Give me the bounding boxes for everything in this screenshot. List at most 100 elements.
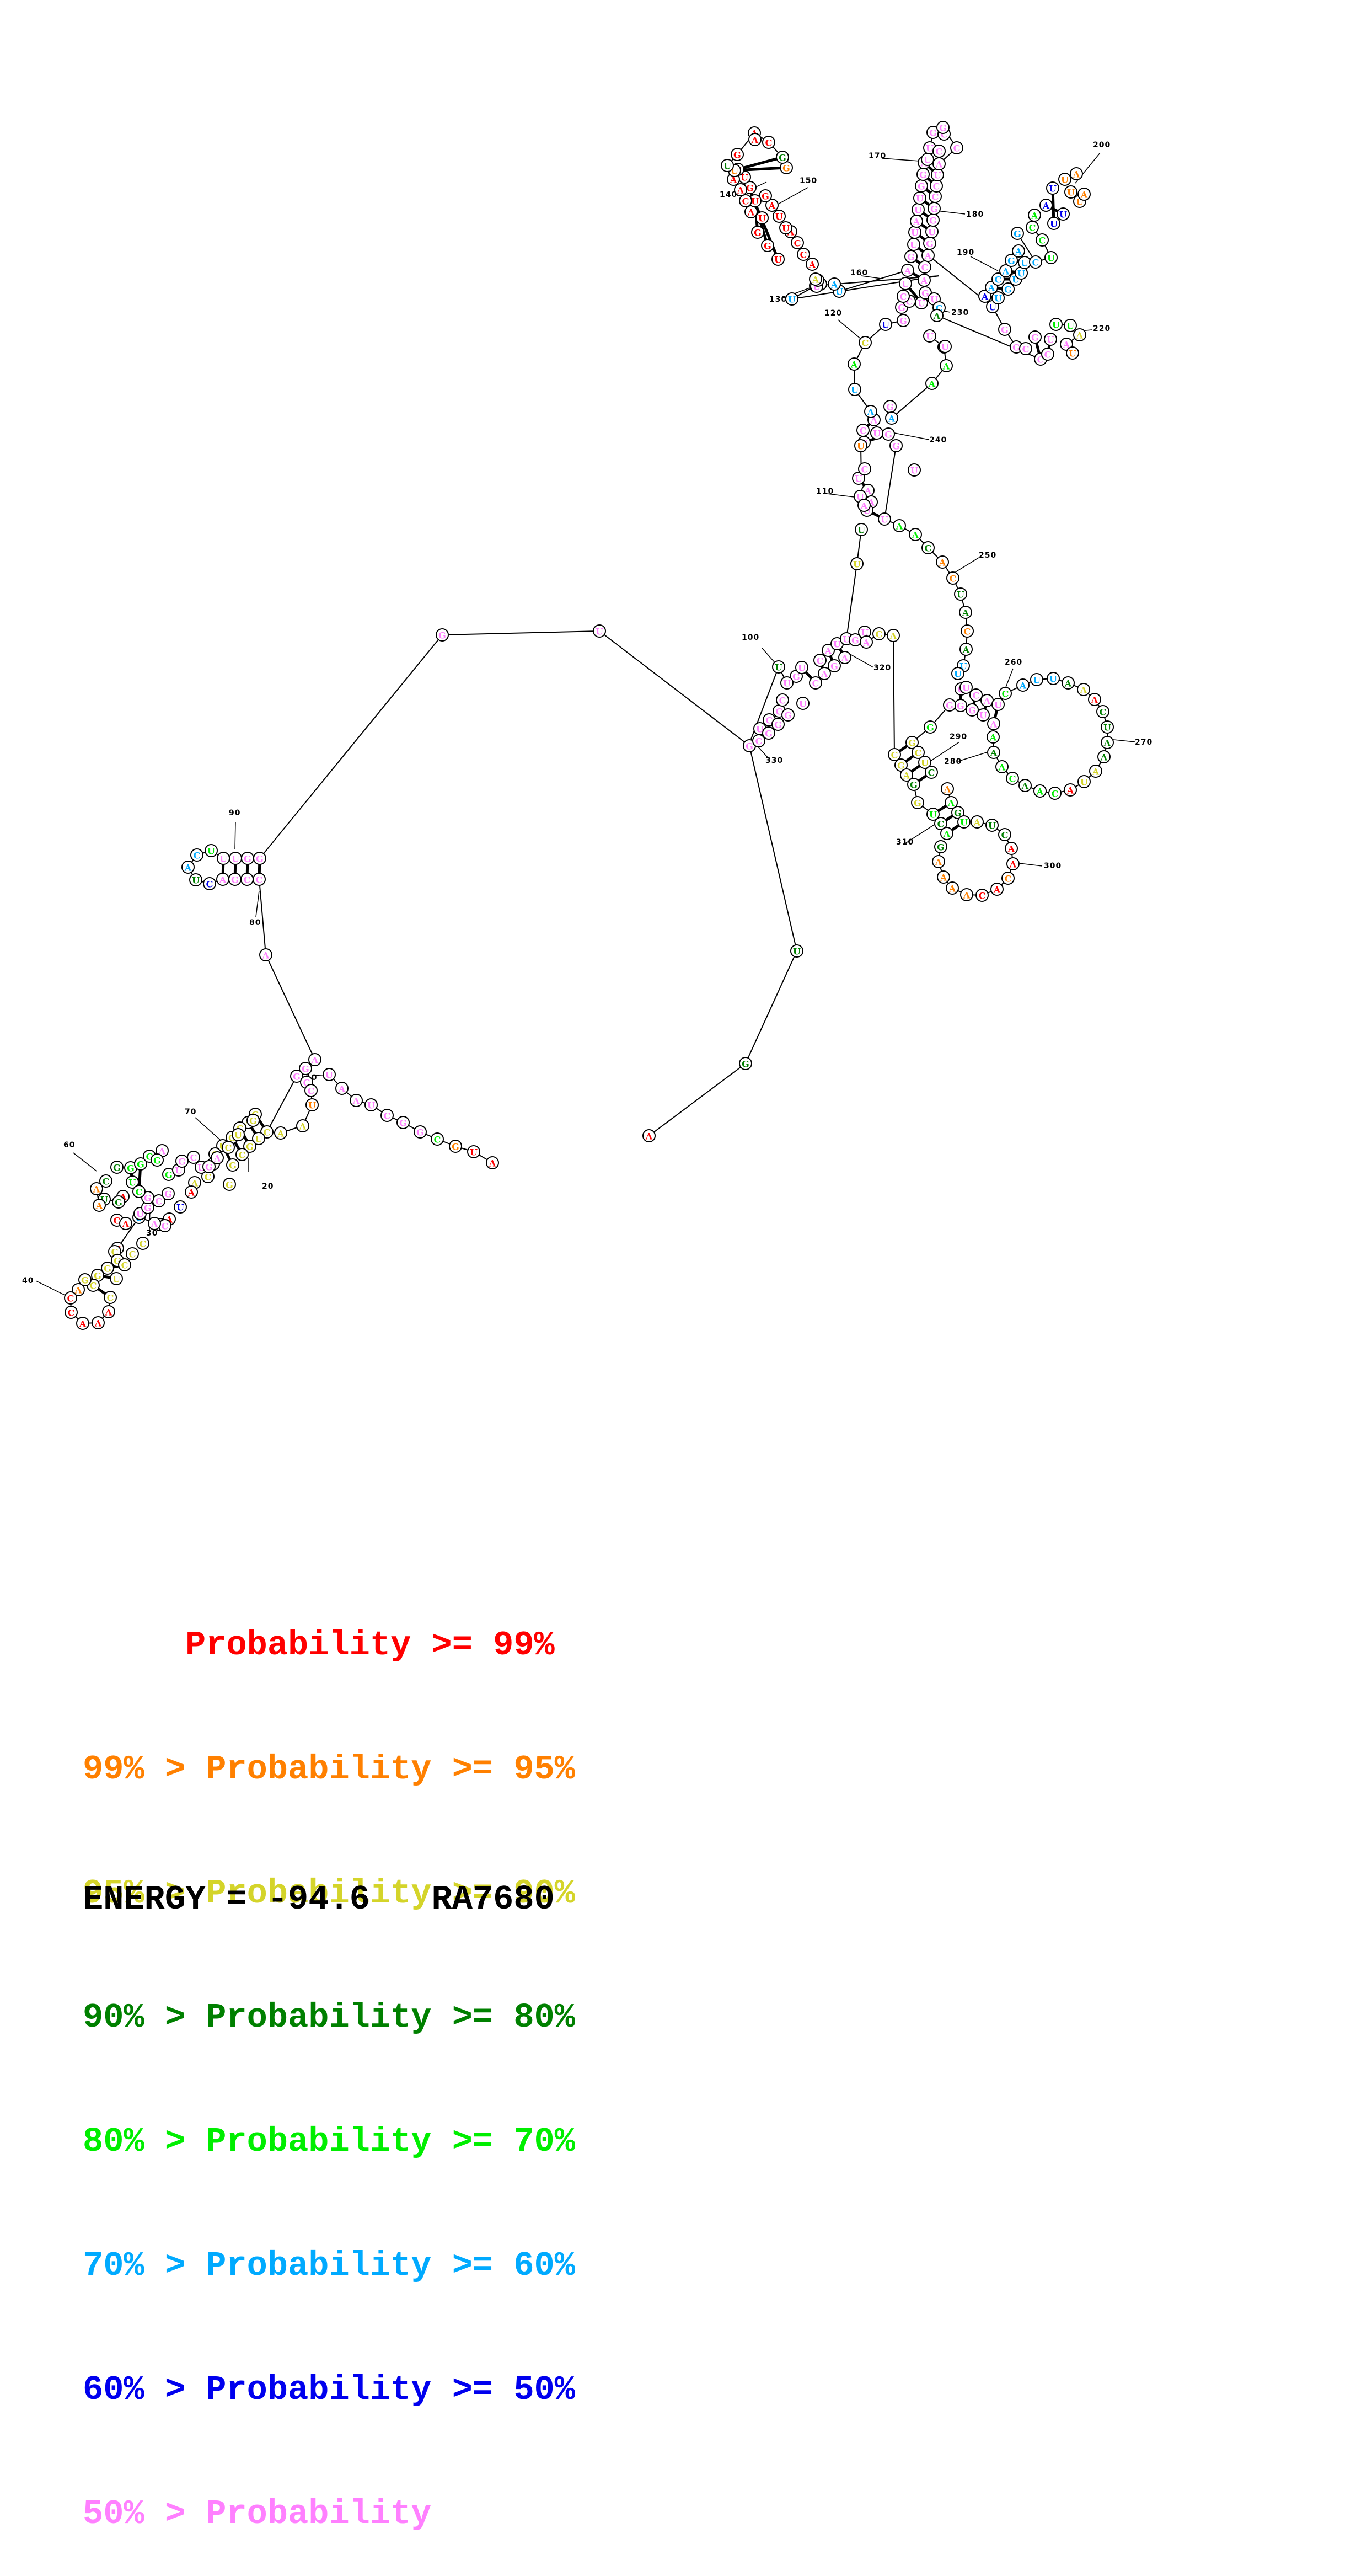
nucleotide: C [203, 877, 216, 890]
svg-text:G: G [115, 1198, 122, 1208]
svg-text:A: A [963, 890, 971, 901]
svg-text:A: A [1002, 266, 1010, 277]
nucleotide: U [848, 383, 861, 396]
nucleotide: A [1033, 784, 1047, 798]
svg-text:A: A [1091, 695, 1098, 706]
nucleotide: G [101, 1262, 114, 1275]
nucleotide: U [931, 168, 944, 181]
svg-text:A: A [158, 1146, 166, 1157]
nucleotide: C [739, 194, 752, 207]
svg-text:U: U [960, 817, 968, 828]
svg-text:C: C [932, 192, 939, 202]
svg-text:G: G [742, 1059, 749, 1070]
svg-text:C: C [114, 1216, 121, 1226]
svg-text:A: A [489, 1158, 496, 1169]
svg-text:G: G [774, 720, 782, 730]
svg-text:U: U [176, 1203, 184, 1213]
svg-text:U: U [775, 212, 783, 222]
svg-text:C: C [1039, 236, 1046, 246]
svg-text:C: C [794, 238, 801, 249]
nucleotide: A [185, 1185, 198, 1199]
nucleotide: U [323, 1068, 336, 1081]
svg-text:G: G [939, 123, 947, 133]
svg-text:G: G [1014, 229, 1021, 239]
svg-text:C: C [950, 574, 957, 584]
svg-text:A: A [990, 719, 998, 730]
svg-text:U: U [596, 627, 603, 637]
svg-text:A: A [888, 414, 896, 424]
nucleotide: U [858, 626, 871, 639]
nucleotide: U [593, 624, 606, 638]
svg-text:A: A [939, 558, 946, 568]
nucleotide: A [308, 1053, 321, 1066]
position-label-leader [952, 557, 979, 574]
svg-text:U: U [1103, 723, 1111, 733]
nucleotide: C [126, 1247, 139, 1260]
svg-text:A: A [998, 762, 1006, 773]
nucleotide: A [1088, 693, 1101, 706]
svg-text:U: U [1059, 210, 1067, 220]
nucleotide: A [901, 264, 914, 277]
svg-text:U: U [1047, 253, 1055, 264]
nucleotide: A [910, 215, 923, 228]
nucleotide: A [848, 357, 861, 371]
nucleotide: G [396, 1116, 410, 1129]
nucleotide: U [954, 587, 967, 601]
svg-text:A: A [896, 521, 903, 532]
svg-text:U: U [207, 846, 215, 857]
nucleotide: A [1016, 678, 1030, 692]
nucleotide: U [854, 439, 867, 452]
backbone-segment [846, 563, 857, 639]
svg-text:U: U [929, 810, 937, 820]
svg-text:U: U [128, 1178, 136, 1188]
nucleotide: U [1057, 207, 1070, 221]
nucleotide: A [748, 133, 762, 146]
svg-text:A: A [889, 631, 897, 642]
svg-text:A: A [1064, 678, 1072, 689]
svg-text:G: G [754, 228, 762, 238]
nucleotide: U [1018, 256, 1031, 269]
nucleotide: A [102, 1305, 115, 1318]
nucleotide: G [776, 151, 789, 164]
svg-text:C: C [1005, 874, 1012, 884]
nucleotide: A [1101, 736, 1114, 749]
nucleotide: U [985, 819, 999, 832]
svg-text:U: U [914, 205, 922, 216]
svg-text:G: G [918, 181, 925, 192]
nucleotide: A [809, 272, 822, 286]
nucleotide: C [918, 260, 931, 274]
legend-row-80: 90% > Probability >= 80% [83, 1998, 575, 2037]
svg-text:U: U [988, 821, 996, 831]
svg-text:U: U [1080, 777, 1088, 788]
nucleotide: C [253, 873, 266, 886]
svg-text:U: U [723, 161, 731, 172]
nucleotide: U [907, 238, 920, 251]
svg-text:U: U [799, 699, 807, 709]
nucleotide: C [240, 873, 254, 886]
nucleotide: G [966, 703, 979, 717]
position-label: 310 [896, 838, 914, 847]
nucleotide: U [796, 697, 810, 710]
svg-text:G: G [452, 1142, 459, 1152]
nucleotide: A [838, 651, 851, 664]
nucleotide: G [223, 1178, 236, 1191]
svg-text:U: U [175, 1166, 183, 1176]
nucleotide: G [414, 1125, 427, 1139]
backbone-segment [266, 1076, 297, 1132]
svg-text:C: C [1032, 258, 1039, 268]
nucleotide: A [946, 881, 959, 895]
svg-text:A: A [903, 771, 910, 781]
nucleotide: G [436, 628, 449, 642]
svg-text:C: C [862, 338, 869, 349]
nucleotide: G [175, 1155, 189, 1168]
svg-text:U: U [910, 240, 918, 250]
svg-text:A: A [277, 1129, 285, 1139]
svg-text:A: A [862, 638, 870, 648]
svg-text:U: U [756, 724, 764, 735]
nucleotide: C [950, 141, 963, 154]
svg-text:U: U [367, 1100, 375, 1111]
nucleotide: U [959, 681, 973, 694]
svg-text:C: C [800, 250, 807, 260]
nucleotide: U [772, 660, 785, 674]
svg-text:A: A [830, 280, 838, 290]
